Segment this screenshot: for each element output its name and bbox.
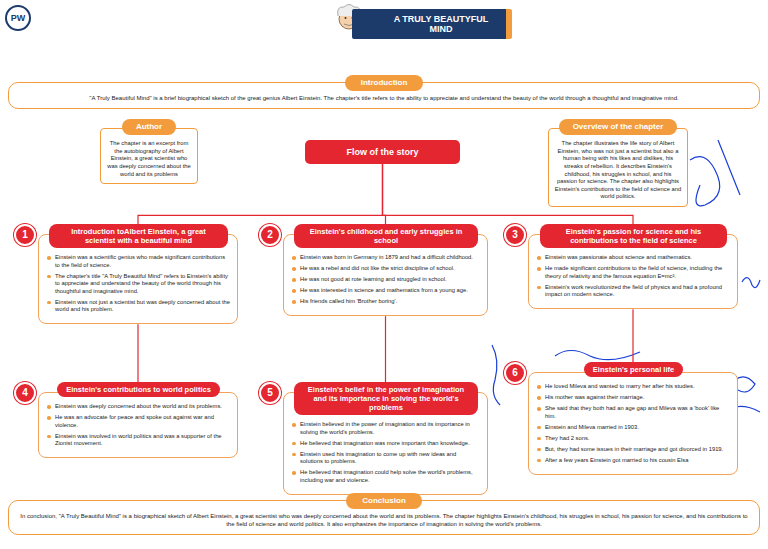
- box-label: A TRULY BEAUTYFUL MIND: [386, 14, 496, 34]
- connector-line: [632, 309, 633, 362]
- bullet-text: He believed that imagination was more im…: [292, 440, 480, 448]
- bullet-text: He was an advocate for peace and spoke o…: [47, 414, 230, 429]
- section-heading: Einstein's belief in the power of imagin…: [294, 382, 477, 415]
- bullet-text: Einstein was a scientific genius who mad…: [47, 254, 230, 269]
- bullet-text: Einstein was deeply concerned about the …: [47, 403, 230, 411]
- connector-line: [385, 316, 386, 382]
- text-band: ConclusionIn conclusion, "A Truly Beauti…: [8, 500, 760, 535]
- bullet-text: His friends called him 'Brother boring'.: [292, 298, 480, 306]
- section-heading: Einstein's contributions to world politi…: [57, 382, 220, 397]
- bullet-text: Einstein was passionate about science an…: [537, 254, 730, 262]
- bullet-text: Einstein was born in Germany in 1879 and…: [292, 254, 480, 262]
- section-box: 2Einstein's childhood and early struggle…: [283, 234, 488, 316]
- box-label: Flow of the story: [311, 147, 454, 157]
- heading-pill: Introduction: [345, 75, 424, 91]
- bullet-text: He was interested in science and mathema…: [292, 287, 480, 295]
- connector-line: [137, 324, 138, 382]
- section-heading: Einstein's passion for science and his c…: [540, 224, 728, 248]
- section-box: 5Einstein's belief in the power of imagi…: [283, 392, 488, 495]
- bullet-text: Einstein was involved in world politics …: [47, 433, 230, 448]
- section-box: 3Einstein's passion for science and his …: [528, 234, 738, 309]
- bullet-text: His mother was against their marriage.: [537, 394, 730, 402]
- section-heading: Einstein's personal life: [584, 362, 683, 377]
- section-heading: Introduction toAlbert Einstein, a great …: [49, 224, 228, 248]
- logo-text: PW: [5, 5, 31, 31]
- heading-pill: Conclusion: [346, 493, 422, 509]
- bullet-text: Einstein's work revolutionized the field…: [537, 284, 730, 299]
- bullet-text: She said that they both had an age gap a…: [537, 405, 730, 420]
- callout-number: 4: [14, 382, 36, 404]
- bullet-text: The chapter's title "A Truly Beautiful M…: [47, 273, 230, 296]
- callout-number: 6: [504, 362, 526, 384]
- info-box: Overview of the chapterThe chapter illus…: [548, 128, 688, 207]
- body-text: The chapter illustrates the life story o…: [554, 140, 682, 200]
- callout-number: 2: [259, 224, 281, 246]
- body-text: The chapter is an excerpt from the autob…: [106, 140, 192, 178]
- bullet-text: Einstein was not just a scientist but wa…: [47, 299, 230, 314]
- info-box: AuthorThe chapter is an excerpt from the…: [100, 128, 198, 184]
- title-banner: A TRULY BEAUTYFUL MIND: [352, 9, 512, 39]
- section-box: 6Einstein's personal lifeHe loved Mileva…: [528, 372, 738, 475]
- bullet-text: He made significant contributions to the…: [537, 265, 730, 280]
- bullet-text: After a few years Einstein got married t…: [537, 457, 730, 465]
- callout-number: 5: [259, 382, 281, 404]
- bullet-text: He was a rebel and did not like the stri…: [292, 265, 480, 273]
- central-box: Flow of the story: [305, 140, 460, 164]
- heading-pill: Author: [122, 119, 176, 135]
- section-heading: Einstein's childhood and early struggles…: [294, 224, 477, 248]
- text-band: Introduction"A Truly Beautiful Mind" is …: [8, 82, 760, 109]
- callout-number: 3: [504, 224, 526, 246]
- bullet-text: But, they had some issues in their marri…: [537, 446, 730, 454]
- bullet-text: He was not good at rote learning and str…: [292, 276, 480, 284]
- section-box: 1Introduction toAlbert Einstein, a great…: [38, 234, 238, 324]
- body-text: In conclusion, "A Truly Beautiful Mind" …: [19, 513, 749, 529]
- callout-number: 1: [14, 224, 36, 246]
- bullet-text: Einstein and Mileva married in 1903.: [537, 424, 730, 432]
- body-text: "A Truly Beautiful Mind" is a brief biog…: [19, 95, 749, 103]
- bullet-text: Einstein believed in the power of imagin…: [292, 421, 480, 436]
- section-box: 4Einstein's contributions to world polit…: [38, 392, 238, 458]
- bullet-text: He believed that imagination could help …: [292, 469, 480, 484]
- bullet-text: They had 2 sons.: [537, 435, 730, 443]
- bullet-text: He loved Mileva and wanted to marry her …: [537, 383, 730, 391]
- bullet-text: Einstein used his imagination to come up…: [292, 451, 480, 466]
- heading-pill: Overview of the chapter: [559, 119, 678, 135]
